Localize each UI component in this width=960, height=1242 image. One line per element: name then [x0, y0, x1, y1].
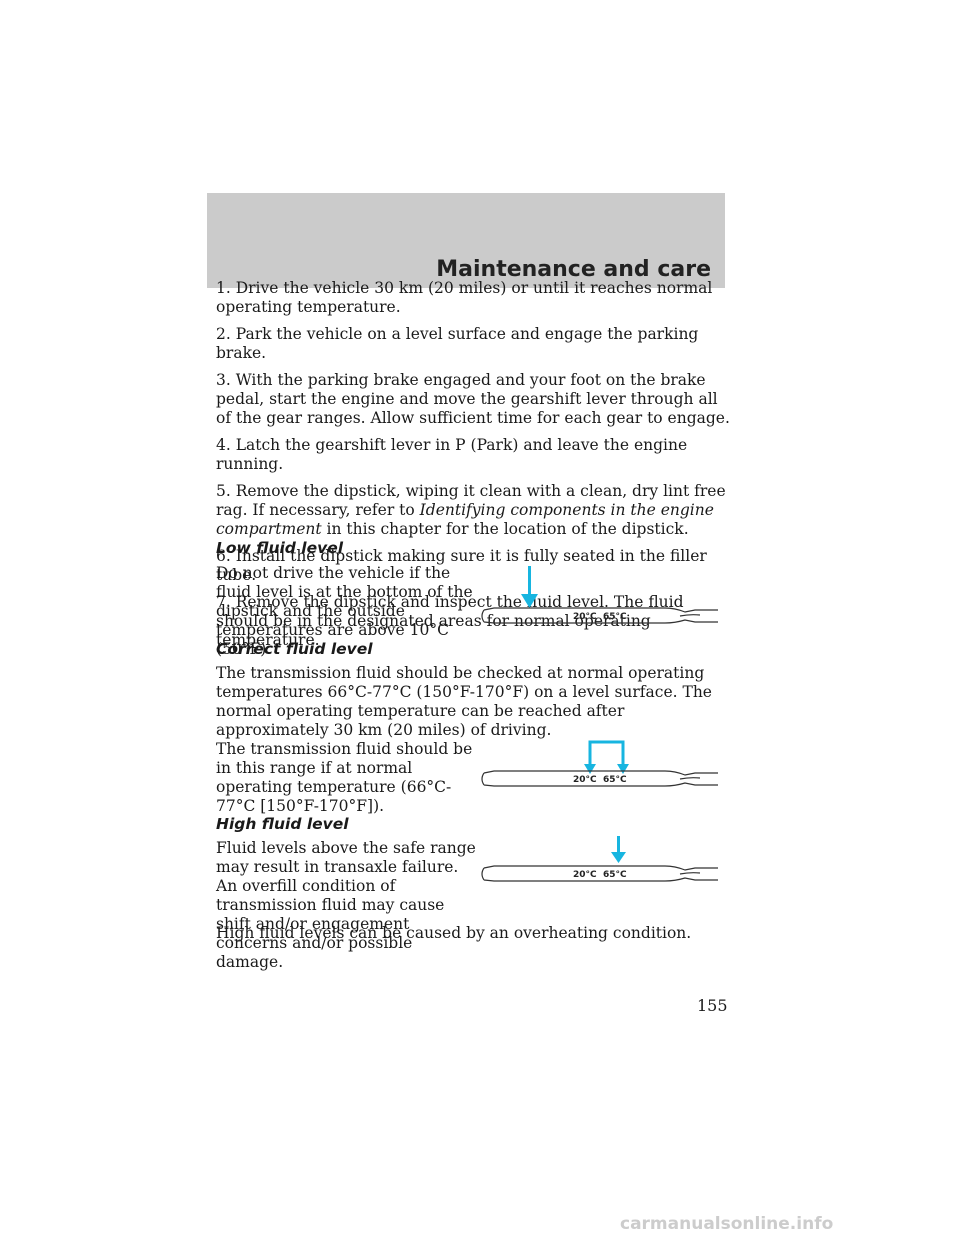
low-dipstick-outline — [481, 607, 718, 624]
low-fluid-heading: Low fluid level — [216, 539, 344, 557]
step-5-after: in this chapter for the location of the … — [326, 520, 689, 538]
correct-dipstick-outline — [481, 770, 718, 787]
low-mark-65: 65°C — [603, 612, 627, 622]
low-mark-20: 20°C — [573, 612, 597, 622]
section-header-band: Maintenance and care — [207, 193, 725, 288]
step-5-text: 5. Remove the dipstick, wiping it clean … — [216, 482, 726, 519]
correct-fluid-text-2: The transmission fluid should be in this… — [216, 740, 473, 815]
correct-mark-65: 65°C — [603, 775, 627, 785]
step-3: 3. With the parking brake engaged and yo… — [216, 371, 730, 427]
step-5-reference: Identifying components in the engine com… — [216, 501, 714, 538]
step-5: 5. Remove the dipstick, wiping it clean … — [216, 482, 736, 539]
step-6: 6. Install the dipstick making sure it i… — [216, 547, 707, 584]
high-fluid-heading: High fluid level — [216, 815, 349, 833]
step-7: 7. Remove the dipstick and inspect the f… — [216, 593, 684, 649]
correct-fluid-text-1: The transmission fluid should be checked… — [216, 664, 712, 739]
step-2: 2. Park the vehicle on a level surface a… — [216, 325, 699, 362]
low-arrow-shaft — [528, 566, 531, 600]
low-arrow-head — [521, 594, 538, 608]
page-number: 155 — [697, 996, 728, 1015]
dipstick-high-diagram: 20°C 65°C — [481, 836, 718, 882]
step-4: 4. Latch the gearshift lever in P (Park)… — [216, 436, 688, 473]
dipstick-low-diagram: 20°C 65°C — [481, 566, 718, 624]
correct-range-bracket — [588, 740, 625, 770]
correct-fluid-heading: Correct fluid level — [216, 640, 373, 658]
high-fluid-text-1: Fluid levels above the safe range may re… — [216, 839, 476, 971]
watermark: carmanualsonline.info — [620, 1214, 834, 1234]
section-title: Maintenance and care — [436, 257, 711, 282]
high-mark-65: 65°C — [603, 870, 627, 880]
high-fluid-text-2: High fluid levels can be caused by an ov… — [216, 924, 692, 942]
high-arrow-shaft — [617, 836, 620, 854]
high-arrow-head — [611, 852, 626, 863]
low-fluid-text: Do not drive the vehicle if the fluid le… — [216, 564, 473, 658]
correct-mark-20: 20°C — [573, 775, 597, 785]
dipstick-correct-diagram: 20°C 65°C — [481, 740, 718, 787]
procedure-steps: 1. Drive the vehicle 30 km (20 miles) or… — [216, 279, 736, 650]
correct-arrow-right — [617, 764, 629, 774]
correct-arrow-left — [584, 764, 596, 774]
high-dipstick-outline — [481, 865, 718, 882]
high-mark-20: 20°C — [573, 870, 597, 880]
step-1: 1. Drive the vehicle 30 km (20 miles) or… — [216, 279, 713, 316]
